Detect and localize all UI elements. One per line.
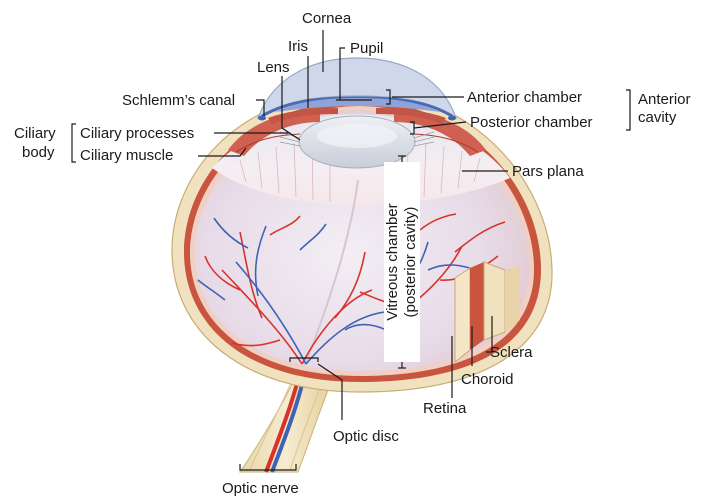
label-vitreous-line1: Vitreous chamber: [384, 162, 402, 362]
label-optic-nerve: Optic nerve: [222, 480, 299, 497]
label-anterior-cavity-line2: cavity: [638, 109, 676, 126]
label-ciliary-processes: Ciliary processes: [80, 125, 194, 142]
label-sclera: Sclera: [490, 344, 533, 361]
label-ciliary-body-line1: Ciliary: [14, 125, 56, 142]
label-vitreous-chamber: Vitreous chamber (posterior cavity): [384, 162, 420, 362]
label-lens: Lens: [257, 59, 290, 76]
label-cornea: Cornea: [302, 10, 351, 27]
label-iris: Iris: [288, 38, 308, 55]
label-choroid: Choroid: [461, 371, 514, 388]
label-ciliary-muscle: Ciliary muscle: [80, 147, 173, 164]
label-posterior-chamber: Posterior chamber: [470, 114, 593, 131]
label-retina: Retina: [423, 400, 466, 417]
label-anterior-cavity-line1: Anterior: [638, 91, 691, 108]
schlemms-canal-shape: [258, 116, 266, 121]
label-vitreous-line2: (posterior cavity): [402, 162, 420, 362]
label-anterior-chamber: Anterior chamber: [467, 89, 582, 106]
label-pupil: Pupil: [350, 40, 383, 57]
label-pars-plana: Pars plana: [512, 163, 584, 180]
label-ciliary-body-line2: body: [22, 144, 55, 161]
label-optic-disc: Optic disc: [333, 428, 399, 445]
label-schlemms-canal: Schlemm’s canal: [122, 92, 235, 109]
